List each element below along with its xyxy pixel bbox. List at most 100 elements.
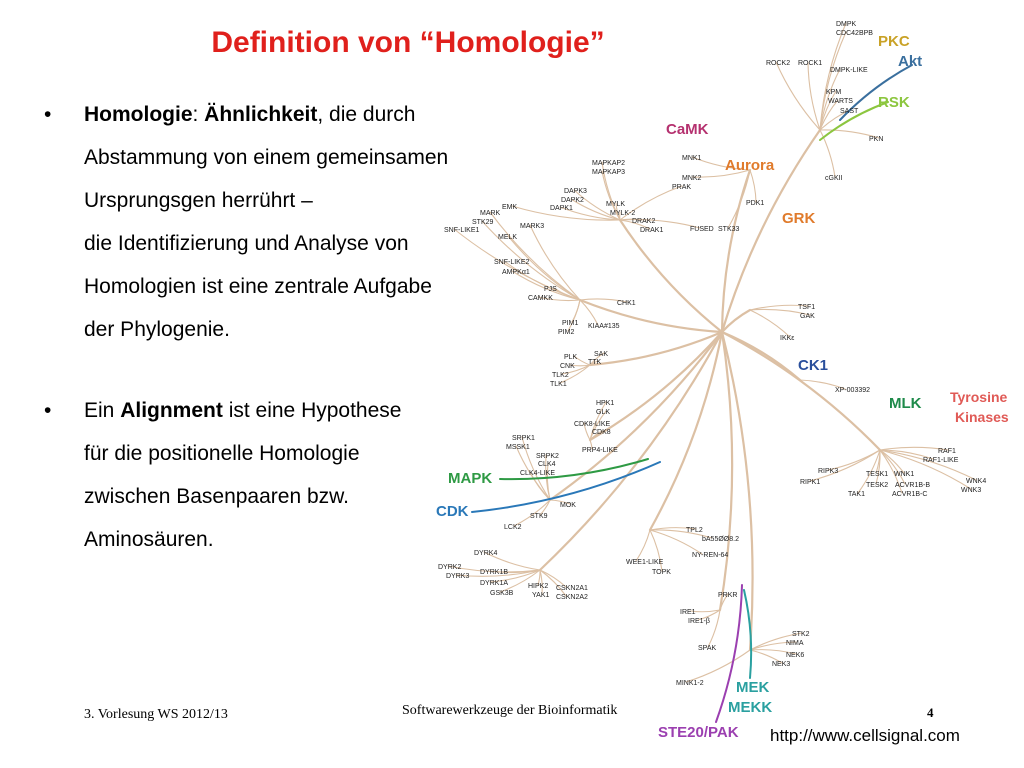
tree-branch	[483, 551, 541, 571]
tree-branch	[635, 529, 651, 562]
tree-branch	[570, 198, 621, 221]
kinase-label: WNK4	[966, 478, 986, 485]
kinase-label: ACVR1B-B	[895, 482, 930, 489]
kinase-label: CLK4-LIKE	[520, 470, 555, 477]
tree-branch	[573, 189, 621, 221]
kinase-label: RAF1-LIKE	[923, 457, 959, 464]
kinase-label: STK29	[472, 219, 494, 226]
tree-branch	[561, 364, 591, 375]
family-label-mek: MEK	[736, 679, 770, 696]
tree-branches	[447, 22, 977, 683]
kinase-label: MNK1	[682, 155, 702, 162]
kinase-label: PRAK	[672, 184, 691, 191]
tree-branch	[720, 330, 754, 652]
kinase-label: TAK1	[848, 491, 865, 498]
bullet-line: Ein Alignment ist eine Hypothese	[84, 389, 524, 432]
tree-branch	[601, 170, 621, 221]
tree-branch	[720, 330, 882, 452]
kinase-label: TESK1	[866, 471, 888, 478]
tree-branch	[588, 330, 724, 442]
tree-branch	[697, 609, 721, 621]
bullet-line: Homologien ist eine zentrale Aufgabe	[84, 265, 524, 308]
kinase-label: MNK2	[682, 175, 702, 182]
source-link[interactable]: http://www.cellsignal.com	[770, 726, 960, 745]
text-run: die Identifizierung und Analyse von	[84, 232, 409, 255]
kinase-label: STK2	[792, 631, 810, 638]
tree-branch	[573, 355, 591, 366]
tree-branch	[589, 360, 599, 366]
text-run: der Phylogenie.	[84, 318, 230, 341]
tree-branch	[875, 449, 881, 485]
kinase-label: MELK	[498, 234, 517, 241]
tree-branch	[879, 449, 934, 460]
kinase-label: TPL2	[686, 527, 703, 534]
kinase-label: DYRK2	[438, 564, 461, 571]
kinase-label: GLK	[596, 409, 610, 416]
tree-branch	[499, 569, 541, 593]
kinase-label: DAPK2	[561, 197, 584, 204]
tree-branch	[691, 156, 751, 171]
bullet-line: Abstammung von einem gemeinsamen	[84, 136, 524, 179]
tree-branch	[879, 449, 977, 481]
kinase-label: CHK1	[617, 300, 636, 307]
family-highlight-branches	[471, 64, 913, 723]
tree-branch	[507, 235, 581, 301]
kinase-label: CDK8	[592, 429, 611, 436]
kinase-label: YAK1	[532, 592, 549, 599]
family-label-mapk: MAPK	[448, 470, 492, 487]
family-label-rsk: RSK	[878, 94, 910, 111]
kinase-label: IKKε	[780, 335, 794, 342]
tree-branch	[579, 299, 599, 326]
family-label-grk: GRK	[782, 210, 816, 227]
text-run: Homologien ist eine zentrale Aufgabe	[84, 275, 432, 298]
kinase-label: DMPK-LIKE	[830, 67, 868, 74]
kinase-label: TTK	[588, 359, 602, 366]
tree-branch	[589, 410, 607, 441]
kinase-label: XP-003392	[835, 387, 870, 394]
kinase-label: EMK	[502, 204, 518, 211]
mek-branch	[743, 589, 753, 679]
tree-branch	[685, 649, 751, 683]
family-label-akt: Akt	[898, 53, 922, 70]
tree-branch	[827, 449, 881, 471]
kinase-label: MINK1-2	[676, 680, 704, 687]
tree-branch	[819, 31, 847, 131]
kinase-label: DAPK3	[564, 188, 587, 195]
tree-branch	[513, 499, 551, 527]
tree-branch	[799, 379, 846, 390]
kinase-label: DRAK1	[640, 227, 663, 234]
bullet-line: Ursprungsgen herrührt –	[84, 179, 524, 222]
family-label-mekk: MEKK	[728, 699, 772, 716]
tree-branch	[720, 308, 752, 334]
kinase-label: TLK1	[550, 381, 567, 388]
tree-branch	[579, 298, 628, 303]
kinase-label: cGKII	[825, 175, 843, 182]
text-run: Ursprungsgen herrührt –	[84, 189, 313, 212]
tree-branch	[719, 593, 729, 611]
kinase-label: RAF1	[938, 448, 956, 455]
kinase-label: MOK	[560, 502, 576, 509]
family-label-ck1: CK1	[798, 357, 828, 374]
kinase-label: WEE1-LIKE	[626, 559, 664, 566]
kinase-label: bA55ØØ8.2	[702, 536, 739, 543]
tree-branch	[588, 330, 724, 367]
kinase-label: IRE1	[680, 609, 696, 616]
kinase-label: STK9	[530, 513, 548, 520]
tree-branch	[718, 330, 734, 612]
bold-term: Alignment	[120, 399, 223, 422]
kinase-label: TLK2	[552, 372, 569, 379]
tree-branch	[589, 430, 603, 441]
tree-branch	[619, 185, 683, 221]
kinase-label: DYRK3	[446, 573, 469, 580]
tree-branch	[489, 569, 541, 583]
kinase-label: SAK	[594, 351, 608, 358]
bullet-dot: •	[44, 399, 52, 422]
tree-branch	[481, 220, 581, 301]
tree-branch	[819, 99, 839, 131]
kinase-label: WARTS	[828, 98, 853, 105]
